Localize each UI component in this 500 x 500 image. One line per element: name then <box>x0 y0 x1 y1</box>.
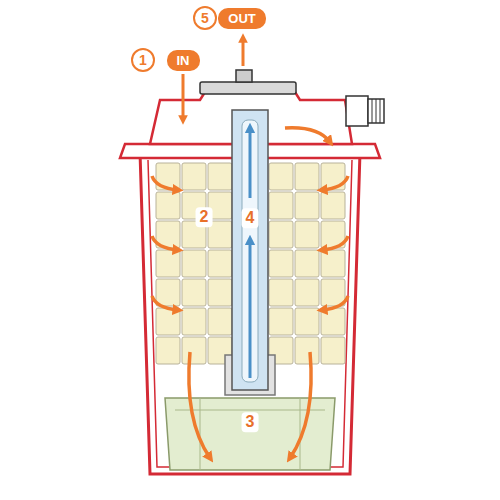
callout-circle: 1 <box>131 48 155 72</box>
flow-pill: IN <box>167 50 200 71</box>
node-text: OUT <box>228 12 255 25</box>
flow-pill: OUT <box>218 8 265 29</box>
node-text: 5 <box>201 11 209 25</box>
callout-number: 4 <box>242 208 259 228</box>
callout-number: 3 <box>242 412 259 432</box>
callout-circle: 5 <box>193 6 217 30</box>
node-text: IN <box>177 54 190 67</box>
callout-number: 2 <box>196 207 213 227</box>
node-text: 1 <box>139 53 147 67</box>
